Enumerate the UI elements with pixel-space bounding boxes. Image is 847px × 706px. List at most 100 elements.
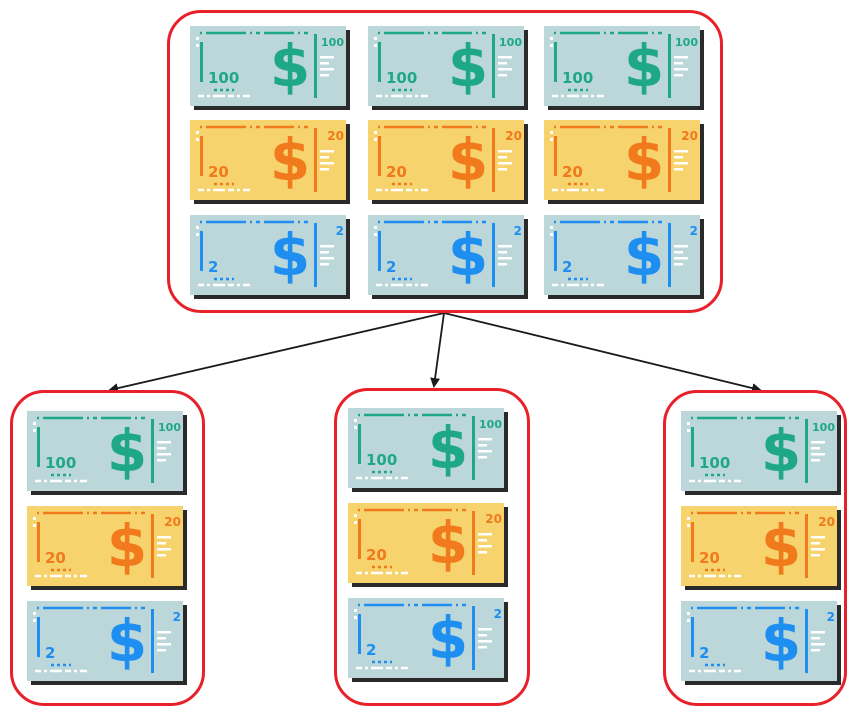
- bill-face: [190, 120, 346, 200]
- bill-face: [544, 26, 700, 106]
- dollar-sign-icon: $: [624, 221, 664, 289]
- bill-20: $20 20: [368, 120, 528, 204]
- bill-value-label: 20: [366, 546, 387, 564]
- dollar-sign-icon: $: [428, 414, 468, 482]
- bill-corner-value: 20: [818, 515, 835, 529]
- bill-face: [190, 215, 346, 295]
- dollar-sign-icon: $: [624, 32, 664, 100]
- bill-100: $100 100: [544, 26, 704, 110]
- bill-corner-value: 100: [479, 418, 502, 431]
- bill-2: $2 2: [681, 601, 841, 685]
- bill-value-label: 20: [386, 163, 407, 181]
- bill-corner-value: 2: [494, 607, 502, 621]
- bill-corner-value: 100: [158, 421, 181, 434]
- bill-artwork: $20 20: [374, 125, 522, 194]
- bill-corner-value: 100: [321, 36, 344, 49]
- bill-value-label: 100: [562, 69, 593, 87]
- bill-2: $2 2: [190, 215, 350, 299]
- bill-corner-value: 2: [690, 224, 698, 238]
- bill-100: $100 100: [27, 411, 187, 495]
- bill-face: [681, 506, 837, 586]
- bill-value-label: 2: [45, 644, 55, 662]
- bill-100: $100 100: [681, 411, 841, 495]
- bill-value-label: 2: [562, 258, 572, 276]
- bill-value-label: 20: [562, 163, 583, 181]
- bill-face: [368, 26, 524, 106]
- bill-corner-value: 2: [173, 610, 181, 624]
- bill-2: $2 2: [368, 215, 528, 299]
- bill-artwork: $2 2: [354, 603, 502, 672]
- bill-corner-value: 100: [812, 421, 835, 434]
- dollar-sign-icon: $: [428, 509, 468, 577]
- dollar-sign-icon: $: [270, 32, 310, 100]
- bill-artwork: $2 2: [374, 220, 522, 289]
- bill-face: [348, 503, 504, 583]
- bill-2: $2 2: [348, 598, 508, 682]
- bill-artwork: $100 100: [196, 31, 344, 100]
- bill-value-label: 20: [45, 549, 66, 567]
- bill-value-label: 100: [45, 454, 76, 472]
- bill-artwork: $20 20: [354, 508, 502, 577]
- bill-artwork: $100 100: [374, 31, 522, 100]
- bill-corner-value: 20: [485, 512, 502, 526]
- dollar-sign-icon: $: [428, 604, 468, 672]
- bill-artwork: $100 100: [33, 416, 181, 485]
- bill-face: [544, 215, 700, 295]
- bill-corner-value: 2: [336, 224, 344, 238]
- bill-value-label: 20: [208, 163, 229, 181]
- bill-20: $20 20: [348, 503, 508, 587]
- bill-face: [190, 26, 346, 106]
- dollar-sign-icon: $: [448, 126, 488, 194]
- bill-corner-value: 100: [675, 36, 698, 49]
- dollar-sign-icon: $: [270, 221, 310, 289]
- bill-value-label: 2: [366, 641, 376, 659]
- bill-value-label: 100: [208, 69, 239, 87]
- bill-face: [27, 411, 183, 491]
- bill-artwork: $100 100: [550, 31, 698, 100]
- dollar-sign-icon: $: [761, 607, 801, 675]
- bill-face: [681, 411, 837, 491]
- bill-artwork: $20 20: [687, 511, 835, 580]
- bill-corner-value: 100: [499, 36, 522, 49]
- bill-face: [681, 601, 837, 681]
- bill-artwork: $2 2: [196, 220, 344, 289]
- bill-face: [27, 506, 183, 586]
- dollar-sign-icon: $: [107, 512, 147, 580]
- bill-value-label: 100: [699, 454, 730, 472]
- bill-artwork: $2 2: [550, 220, 698, 289]
- bill-100: $100 100: [368, 26, 528, 110]
- bill-face: [348, 408, 504, 488]
- dollar-sign-icon: $: [107, 607, 147, 675]
- arrow-to-group-3: [443, 312, 762, 393]
- bill-corner-value: 2: [827, 610, 835, 624]
- dollar-sign-icon: $: [448, 32, 488, 100]
- bill-value-label: 100: [386, 69, 417, 87]
- bill-face: [348, 598, 504, 678]
- bill-value-label: 20: [699, 549, 720, 567]
- bill-corner-value: 20: [505, 129, 522, 143]
- bill-value-label: 2: [386, 258, 396, 276]
- dollar-sign-icon: $: [761, 417, 801, 485]
- target-bill-group-3: $100 100 $20 20 $2 2: [663, 390, 847, 706]
- bill-value-label: 2: [208, 258, 218, 276]
- bill-value-label: 2: [699, 644, 709, 662]
- arrow-to-group-2: [430, 312, 445, 388]
- dollar-sign-icon: $: [270, 126, 310, 194]
- bill-20: $20 20: [681, 506, 841, 590]
- bill-corner-value: 2: [514, 224, 522, 238]
- dollar-sign-icon: $: [761, 512, 801, 580]
- dollar-sign-icon: $: [107, 417, 147, 485]
- dollar-sign-icon: $: [448, 221, 488, 289]
